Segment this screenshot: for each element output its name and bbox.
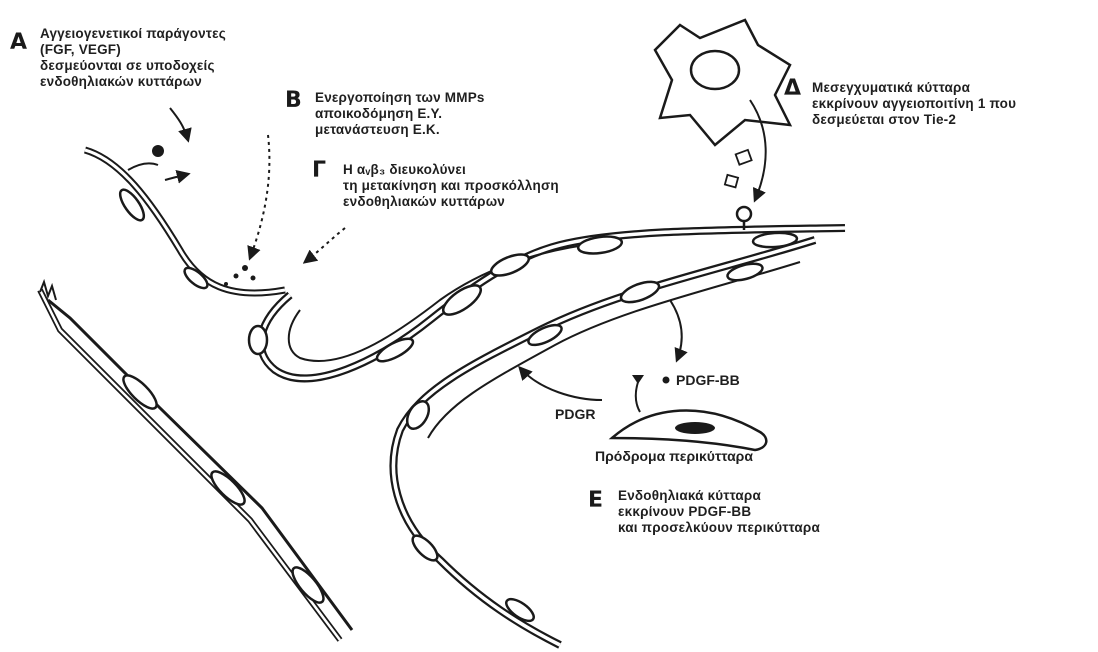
- caption-a-line: (FGF, VEGF): [40, 42, 226, 58]
- caption-b-line: αποικοδόμηση Ε.Υ.: [315, 106, 485, 122]
- angiopoietin-particles: [725, 150, 752, 187]
- endothelial-cell: [409, 532, 442, 565]
- caption-e-line: και προσελκύουν περικύτταρα: [618, 520, 820, 536]
- sprouting-vessel-main: [249, 228, 845, 378]
- endothelial-cell: [618, 278, 661, 307]
- caption-b-line: Ενεργοποίηση των MMPs: [315, 90, 485, 106]
- caption-d-line: Μεσεγχυματικά κύτταρα: [812, 80, 1016, 96]
- endothelial-cell: [403, 398, 434, 433]
- endothelial-cell: [249, 326, 267, 354]
- caption-e-line: εκκρίνουν PDGF-BB: [618, 504, 820, 520]
- caption-c-line: ενδοθηλιακών κυττάρων: [343, 194, 559, 210]
- step-letter-c: Γ: [312, 158, 326, 183]
- mesenchymal-cell: [655, 20, 790, 145]
- sprouting-vessel-left: [85, 150, 285, 293]
- caption-a-line: Αγγειογενετικοί παράγοντες: [40, 26, 226, 42]
- pdgf-bb-label: PDGF-BB: [676, 372, 740, 388]
- caption-d: Μεσεγχυματικά κύτταρα εκκρίνουν αγγειοπο…: [812, 80, 1016, 128]
- caption-e: Ενδοθηλιακά κύτταρα εκκρίνουν PDGF-BB κα…: [618, 488, 820, 536]
- step-letter-b: Β: [285, 88, 302, 113]
- caption-d-line: εκκρίνουν αγγειοποιτίνη 1 που: [812, 96, 1016, 112]
- pericyte-precursors-label: Πρόδρομα περικύτταρα: [595, 448, 753, 464]
- caption-a: Αγγειογενετικοί παράγοντες (FGF, VEGF) δ…: [40, 26, 226, 90]
- arrows: [128, 100, 766, 400]
- pdgf-bb-molecule: [663, 377, 670, 384]
- quiescent-vessel: [40, 282, 352, 640]
- caption-c-line: Η αᵥβ₃ διευκολύνει: [343, 162, 559, 178]
- caption-b: Ενεργοποίηση των MMPs αποικοδόμηση Ε.Υ. …: [315, 90, 485, 138]
- pdgr-label: PDGR: [555, 406, 595, 422]
- caption-e-line: Ενδοθηλιακά κύτταρα: [618, 488, 820, 504]
- step-letter-a: Α: [10, 30, 27, 55]
- caption-a-line: δεσμεύονται σε υποδοχείς: [40, 58, 226, 74]
- caption-c: Η αᵥβ₃ διευκολύνει τη μετακίνηση και προ…: [343, 162, 559, 210]
- caption-a-line: ενδοθηλιακών κυττάρων: [40, 74, 226, 90]
- caption-b-line: μετανάστευση Ε.Κ.: [315, 122, 485, 138]
- caption-d-line: δεσμεύεται στον Tie-2: [812, 112, 1016, 128]
- growth-factor-molecule: [152, 145, 164, 157]
- caption-c-line: τη μετακίνηση και προσκόλληση: [343, 178, 559, 194]
- step-letter-e: Ε: [588, 488, 603, 513]
- endothelial-cell: [488, 250, 531, 280]
- step-letter-d: Δ: [784, 76, 801, 101]
